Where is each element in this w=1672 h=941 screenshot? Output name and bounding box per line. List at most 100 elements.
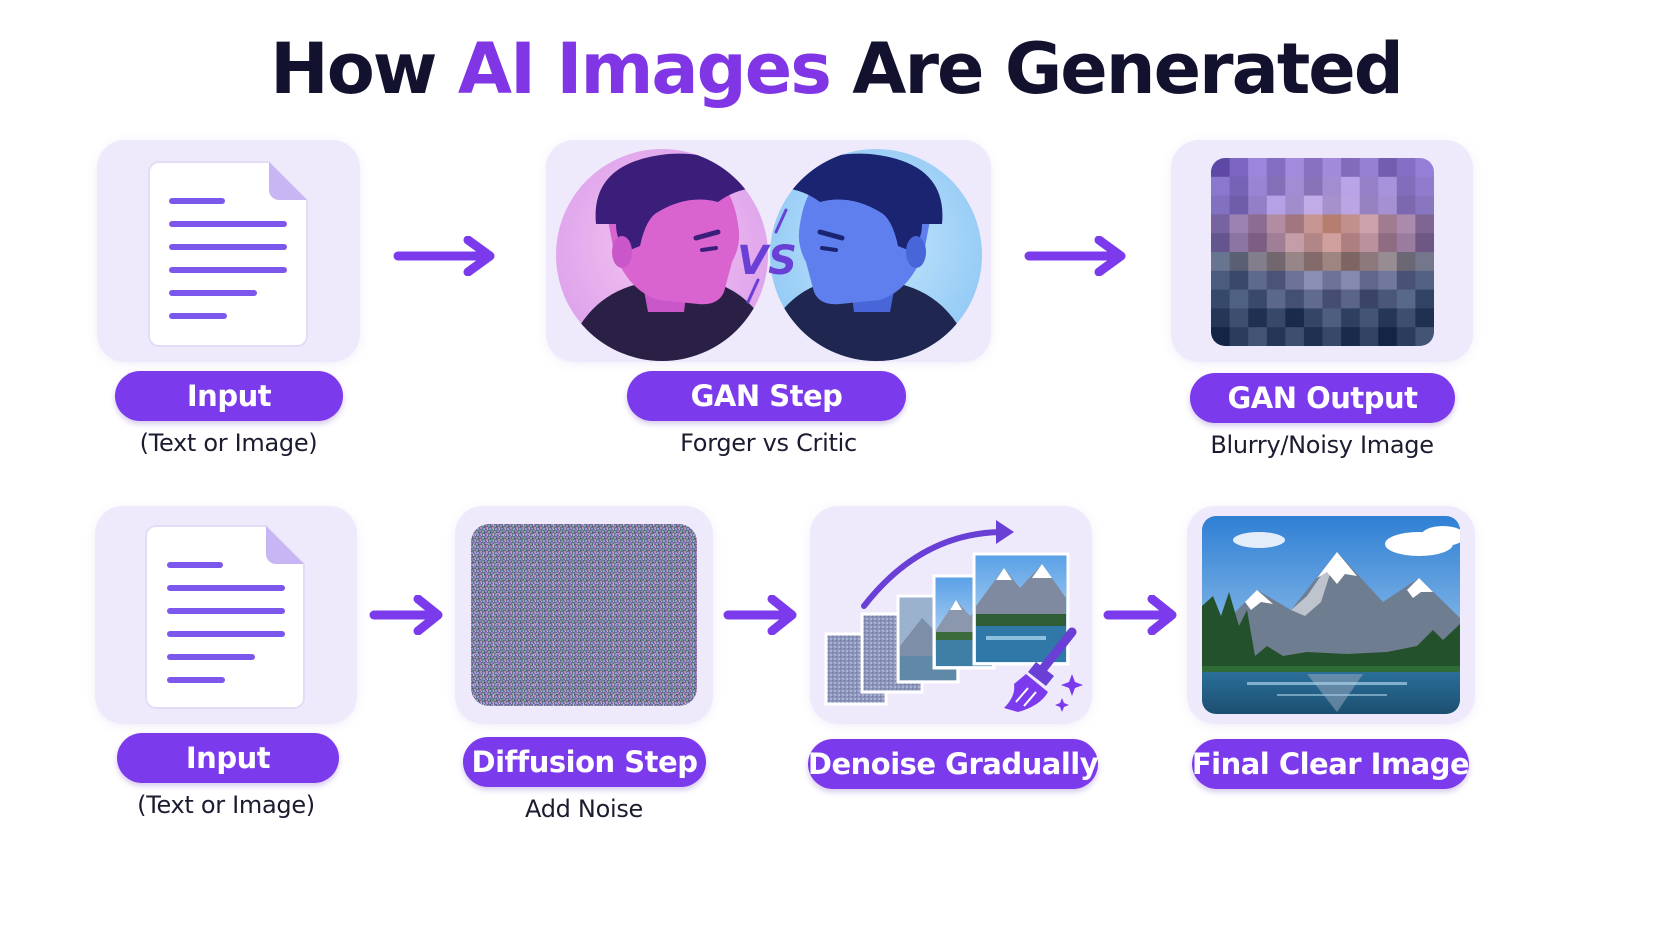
blur-cell: [1285, 327, 1305, 346]
blur-cell: [1396, 176, 1416, 197]
final-image-card: [1187, 506, 1475, 724]
faces-vs-icon: VS: [556, 149, 982, 361]
blur-cell: [1248, 252, 1268, 272]
blur-cell: [1248, 308, 1268, 328]
blurry-image-icon: [1211, 158, 1434, 346]
blur-cell: [1359, 289, 1379, 309]
blur-cell: [1211, 308, 1231, 328]
blur-cell: [1341, 270, 1361, 291]
blur-cell: [1248, 195, 1268, 215]
blur-cell: [1303, 195, 1324, 215]
blur-cell: [1285, 158, 1305, 178]
blur-cell: [1415, 327, 1434, 346]
blur-cell: [1303, 308, 1324, 328]
blur-cell: [1396, 252, 1416, 272]
page-title: How AI Images Are Generated: [0, 28, 1672, 110]
blur-cell: [1378, 327, 1398, 346]
blur-cell: [1396, 289, 1416, 309]
blur-cell: [1359, 327, 1379, 346]
blur-cell: [1415, 252, 1434, 272]
blur-cell: [1378, 308, 1398, 328]
blur-cell: [1415, 158, 1434, 178]
blur-cell: [1211, 252, 1231, 272]
arrow-right-icon: [1103, 595, 1177, 635]
blur-cell: [1396, 270, 1416, 291]
blur-cell: [1229, 214, 1249, 234]
blur-cell: [1341, 195, 1361, 215]
blur-cell: [1359, 195, 1379, 215]
blur-cell: [1378, 195, 1398, 215]
blur-cell: [1378, 214, 1398, 234]
blur-cell: [1303, 327, 1324, 346]
blur-cell: [1322, 214, 1342, 234]
blur-cell: [1248, 158, 1268, 178]
gan-input-sub: (Text or Image): [139, 429, 318, 457]
title-part1: How: [270, 28, 458, 110]
blur-cell: [1285, 233, 1305, 253]
blur-cell: [1322, 270, 1342, 291]
blur-cell: [1415, 289, 1434, 309]
arrow-right-icon: [369, 595, 443, 635]
blur-cell: [1322, 308, 1342, 328]
blur-cell: [1285, 252, 1305, 272]
blur-cell: [1266, 176, 1286, 197]
arrow-right-icon: [393, 236, 495, 276]
document-icon: [145, 525, 305, 709]
gan-output-card: [1171, 140, 1473, 362]
blur-cell: [1211, 270, 1231, 291]
blur-cell: [1341, 327, 1361, 346]
blur-cell: [1266, 158, 1286, 178]
blur-cell: [1285, 214, 1305, 234]
arrow-right-icon: [723, 595, 797, 635]
blur-cell: [1248, 233, 1268, 253]
blur-cell: [1341, 214, 1361, 234]
blur-cell: [1359, 308, 1379, 328]
blur-cell: [1359, 158, 1379, 178]
blur-cell: [1322, 195, 1342, 215]
blur-cell: [1248, 289, 1268, 309]
blur-cell: [1303, 214, 1324, 234]
blur-cell: [1322, 158, 1342, 178]
blur-cell: [1229, 308, 1249, 328]
blur-cell: [1303, 158, 1324, 178]
blur-cell: [1303, 289, 1324, 309]
gan-output-sub: Blurry/Noisy Image: [1210, 431, 1434, 459]
blur-cell: [1415, 270, 1434, 291]
blur-cell: [1322, 327, 1342, 346]
title-part2: Are Generated: [829, 28, 1404, 110]
blur-cell: [1341, 252, 1361, 272]
blur-cell: [1248, 327, 1268, 346]
blur-cell: [1341, 308, 1361, 328]
blur-cell: [1322, 176, 1342, 197]
blur-cell: [1378, 158, 1398, 178]
blur-cell: [1229, 327, 1249, 346]
denoise-label: Denoise Gradually: [808, 739, 1099, 789]
blur-cell: [1229, 252, 1249, 272]
blur-cell: [1211, 327, 1231, 346]
blur-cell: [1322, 233, 1342, 253]
blur-cell: [1211, 233, 1231, 253]
diffusion-input-sub: (Text or Image): [137, 791, 315, 819]
blur-cell: [1285, 176, 1305, 197]
blur-cell: [1396, 308, 1416, 328]
title-accent: AI Images: [457, 28, 832, 110]
blur-cell: [1229, 270, 1249, 291]
gan-input-label: Input: [115, 371, 343, 421]
blur-cell: [1229, 158, 1249, 178]
diffusion-step-sub: Add Noise: [525, 795, 643, 823]
blur-cell: [1396, 158, 1416, 178]
blur-cell: [1229, 176, 1249, 197]
final-image-label: Final Clear Image: [1192, 739, 1470, 789]
blur-cell: [1229, 289, 1249, 309]
gan-input-card: [97, 140, 360, 362]
blur-cell: [1266, 270, 1286, 291]
blur-cell: [1248, 214, 1268, 234]
blur-cell: [1266, 252, 1286, 272]
blur-cell: [1266, 289, 1286, 309]
blur-cell: [1266, 327, 1286, 346]
noise-image-icon: [471, 524, 697, 706]
blur-cell: [1266, 195, 1286, 215]
blur-cell: [1415, 195, 1434, 215]
blur-cell: [1341, 289, 1361, 309]
diffusion-step-label: Diffusion Step: [463, 737, 706, 787]
